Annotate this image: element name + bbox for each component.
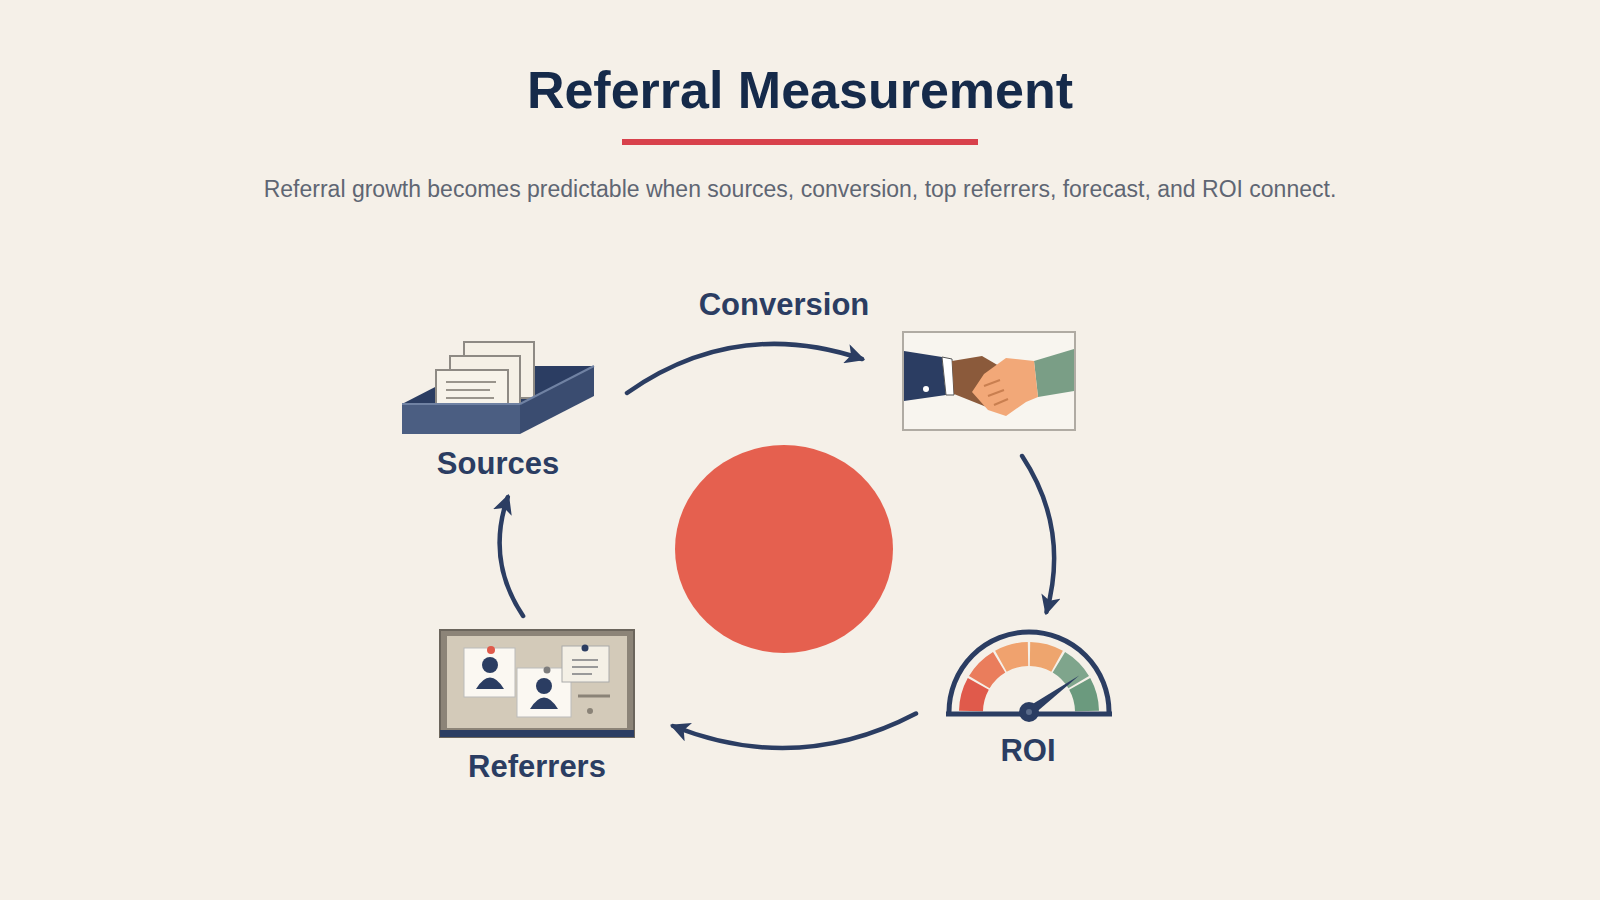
cycle-node: ROI <box>944 626 1112 772</box>
cycle-arrow <box>500 497 524 616</box>
cycle-arrow <box>673 714 916 748</box>
cycle-arrow <box>1022 456 1054 612</box>
diagram-caption: Referral growth becomes predictable when… <box>100 174 1500 204</box>
center-circle <box>675 445 893 653</box>
handshake-icon <box>902 331 1076 431</box>
cycle-arrow <box>627 344 862 393</box>
node-label: Sources <box>400 444 596 484</box>
diagram-title: Referral Measurement <box>0 58 1600 122</box>
node-label: Referrers <box>438 747 636 787</box>
cycle-node: Conversion <box>902 331 1076 431</box>
title-underline <box>622 139 978 145</box>
node-label: ROI <box>944 731 1112 771</box>
corkboard-icon <box>440 630 634 737</box>
cycle-node: Referrers <box>438 628 636 786</box>
roi-gauge-icon <box>946 632 1112 722</box>
cycle-node: Sources <box>400 336 596 484</box>
inbox-tray-icon <box>402 342 594 434</box>
node-label: Conversion <box>684 285 884 325</box>
